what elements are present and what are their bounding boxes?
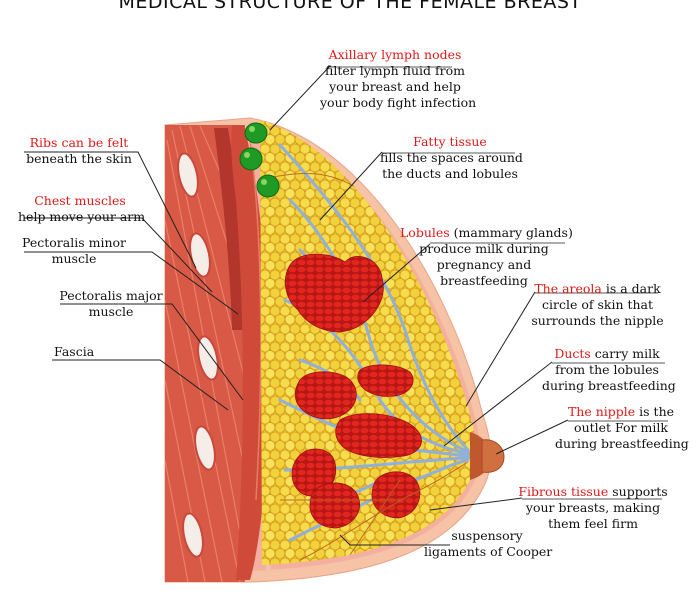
label-fatty-line1: fills the spaces around bbox=[380, 150, 523, 165]
label-axillary-line3: your body fight infection bbox=[320, 95, 477, 110]
label-fascia: Fascia bbox=[54, 344, 114, 360]
label-axillary-head: Axillary lymph nodes bbox=[328, 47, 462, 62]
label-nipple-head-rest: is the bbox=[635, 404, 675, 419]
label-nipple-head: The nipple bbox=[567, 404, 636, 419]
label-ducts-head-rest: carry milk bbox=[590, 346, 660, 361]
label-areola-head: The areola bbox=[534, 281, 602, 296]
label-pectoralis-minor: Pectoralis minor muscle bbox=[20, 235, 128, 267]
label-areola-line1: circle of skin that bbox=[541, 297, 654, 312]
label-chest-head: Chest muscles bbox=[34, 193, 126, 208]
diagram-title: MEDICAL STRUCTURE OF THE FEMALE BREAST bbox=[118, 0, 582, 13]
label-cooper-ligaments: suspensory ligaments of Cooper bbox=[424, 528, 553, 560]
ribs bbox=[177, 152, 219, 558]
label-ducts: Ducts carry milk from the lobules during… bbox=[542, 346, 676, 394]
label-fibrous-head-rest: supports bbox=[608, 484, 668, 499]
label-fatty-line2: the ducts and lobules bbox=[382, 166, 518, 181]
label-areola-line2: surrounds the nipple bbox=[531, 313, 664, 328]
label-pminor-line1: Pectoralis minor bbox=[21, 235, 126, 250]
label-axillary-lymph-nodes: Axillary lymph nodes filter lymph fluid … bbox=[320, 47, 476, 111]
label-lobules-head-rest: (mammary glands) bbox=[449, 225, 573, 240]
label-areola: The areola is a dark circle of skin that… bbox=[530, 281, 665, 329]
label-lobules: Lobules (mammary glands) produce milk du… bbox=[400, 225, 573, 289]
label-chest-muscles: Chest muscles help move your arm bbox=[18, 193, 146, 225]
label-ribs: Ribs can be felt beneath the skin bbox=[20, 135, 138, 167]
label-fibrous-head: Fibrous tissue bbox=[518, 484, 609, 499]
label-nipple-line2: during breastfeeding bbox=[555, 436, 689, 451]
label-cooper-line1: suspensory bbox=[451, 528, 523, 543]
label-pectoralis-major: Pectoralis major muscle bbox=[56, 288, 166, 320]
label-pmajor-line2: muscle bbox=[88, 304, 134, 319]
label-fibrous-line1: your breasts, making bbox=[525, 500, 661, 515]
label-lobules-line2: pregnancy and bbox=[436, 257, 532, 272]
label-ducts-line2: during breastfeeding bbox=[542, 378, 676, 393]
label-areola-head-rest: is a dark bbox=[601, 281, 661, 296]
label-fibrous-line2: them feel firm bbox=[548, 516, 638, 531]
label-fatty-tissue: Fatty tissue fills the spaces around the… bbox=[380, 134, 523, 182]
label-axillary-line2: your breast and help bbox=[329, 79, 461, 94]
label-ribs-line1: beneath the skin bbox=[26, 151, 132, 166]
label-lobules-line1: produce milk during bbox=[419, 241, 549, 256]
nipple bbox=[481, 439, 505, 473]
label-lobules-line3: breastfeeding bbox=[440, 273, 528, 288]
label-nipple: The nipple is the outlet For milk during… bbox=[555, 404, 689, 452]
label-ducts-line1: from the lobules bbox=[555, 362, 659, 377]
label-lobules-head: Lobules bbox=[400, 225, 450, 240]
lobules bbox=[284, 253, 422, 529]
label-ducts-head: Ducts bbox=[554, 346, 591, 361]
label-fibrous-tissue: Fibrous tissue supports your breasts, ma… bbox=[518, 484, 668, 532]
label-axillary-line1: filter lymph fluid from bbox=[325, 63, 465, 78]
label-ribs-head: Ribs can be felt bbox=[29, 135, 129, 150]
label-cooper-line2: ligaments of Cooper bbox=[424, 544, 553, 559]
label-nipple-line1: outlet For milk bbox=[574, 420, 668, 435]
label-fatty-head: Fatty tissue bbox=[413, 134, 487, 149]
pectoralis-minor bbox=[214, 128, 245, 330]
label-chest-line1: help move your arm bbox=[18, 209, 146, 224]
label-pminor-line2: muscle bbox=[51, 251, 97, 266]
axillary-lymph-nodes bbox=[239, 122, 280, 198]
leader-lines bbox=[24, 65, 569, 546]
label-pmajor-line1: Pectoralis major bbox=[59, 288, 163, 303]
label-fascia-line1: Fascia bbox=[54, 344, 95, 359]
label-underlines bbox=[328, 66, 668, 500]
